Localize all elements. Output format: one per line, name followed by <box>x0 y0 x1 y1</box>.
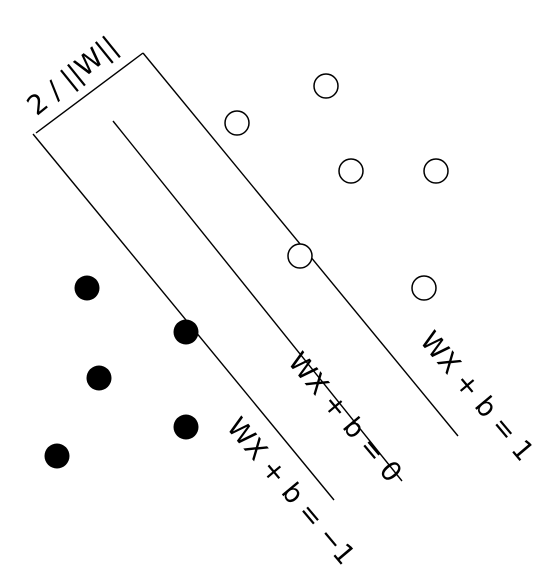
margin-bracket-bar <box>35 52 144 134</box>
positive-hyperplane-label: WX + b = 1 <box>414 326 540 468</box>
negative-class-points <box>44 275 199 469</box>
positive-point <box>313 73 339 99</box>
positive-point <box>224 110 250 136</box>
margin-bracket <box>35 52 144 134</box>
decision-boundary-line <box>112 120 403 482</box>
positive-point <box>338 158 364 184</box>
decision-boundary-label: WX + b = 0 <box>282 347 408 489</box>
negative-point <box>86 365 112 391</box>
negative-point <box>44 443 70 469</box>
negative-support-vector <box>173 414 199 440</box>
negative-point <box>74 275 100 301</box>
positive-support-vector <box>287 243 313 269</box>
positive-point <box>423 158 449 184</box>
positive-point <box>411 275 437 301</box>
negative-support-vector <box>173 319 199 345</box>
negative-hyperplane-line <box>32 133 335 501</box>
positive-class-points <box>224 73 449 301</box>
margin-width-label: 2 / ||W|| <box>22 31 124 122</box>
